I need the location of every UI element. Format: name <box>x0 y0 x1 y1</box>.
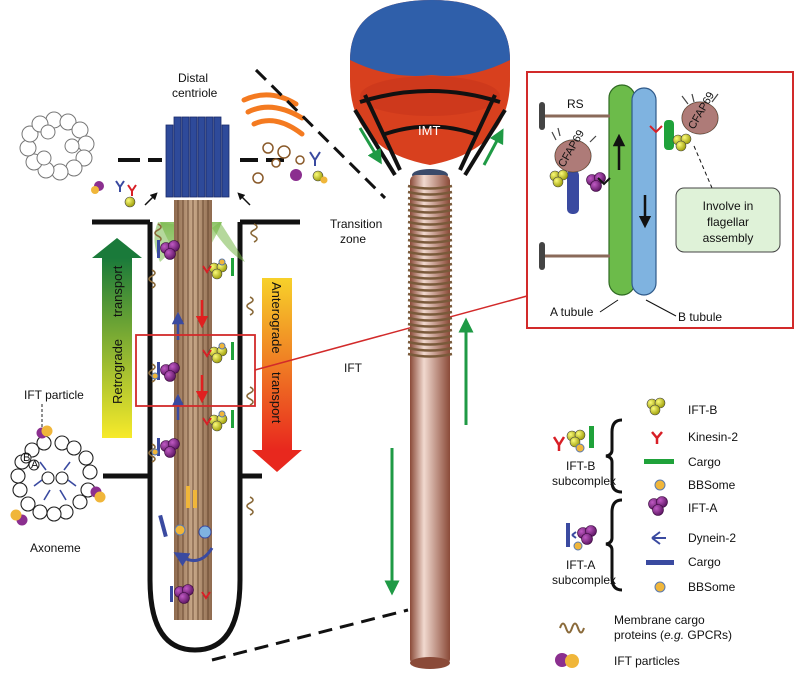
bbsome-dots <box>151 258 226 456</box>
midpiece-coil <box>407 256 453 262</box>
midpiece-coil <box>407 334 453 340</box>
midpiece-coil <box>407 232 453 238</box>
ift-particle-label: IFT particle <box>24 388 84 402</box>
legend-ift-b: IFT-B subcomplex IFT-B Kinesin-2 Cargo B… <box>552 397 738 494</box>
ift-zoom-box <box>135 334 256 407</box>
legend-ift-a: IFT-A subcomplex IFT-A Dynein-2 Cargo BB… <box>552 496 736 594</box>
centriole-ring-cross-section <box>19 111 95 181</box>
legend-ift-particles: IFT particles <box>555 653 680 668</box>
midpiece-coil <box>407 190 453 196</box>
legend-ift-a-item-1: Dynein-2 <box>688 531 736 545</box>
radial-spokes <box>539 102 610 270</box>
midpiece-coil <box>407 304 453 310</box>
golgi-apparatus <box>241 92 305 137</box>
midpiece-coil <box>407 352 453 358</box>
membrane-label-1: Membrane cargo <box>614 613 705 627</box>
midpiece-coil <box>407 286 453 292</box>
midpiece-coil <box>407 250 453 256</box>
retrograde-transport-arrow: Retrograde transport <box>92 238 142 438</box>
legend-ift-b-item-0: IFT-B <box>688 403 717 417</box>
vesicles <box>252 142 305 184</box>
midpiece-coil <box>407 328 453 334</box>
midpiece-coil <box>407 280 453 286</box>
rs-label: RS <box>567 97 584 111</box>
retrograde-label-1: Retrograde <box>110 339 125 404</box>
ift-a-title-2: subcomplex <box>552 573 616 587</box>
legend-ift-b-item-3: BBSome <box>688 478 736 492</box>
free-signal-molecules <box>91 151 328 208</box>
cfap69-right-complex: CFAP69 <box>649 90 719 152</box>
b-tubule-label: B tubule <box>678 310 722 324</box>
midpiece-coil <box>407 238 453 244</box>
membrane-label-2: proteins (e.g. GPCRs) <box>614 628 732 642</box>
distal-centriole-label-2: centriole <box>172 86 218 100</box>
legend-ift-a-item-0: IFT-A <box>688 501 717 515</box>
midpiece-coil <box>407 292 453 298</box>
b-label-circle <box>20 452 32 464</box>
a-label-circle <box>28 459 40 471</box>
midpiece-coil <box>407 268 453 274</box>
retrograde-label-2: transport <box>110 265 125 317</box>
note-line-3: assembly <box>703 231 754 245</box>
ift-particles-label: IFT particles <box>614 654 680 668</box>
midpiece-coil <box>407 214 453 220</box>
imt-label: IMT <box>418 123 440 138</box>
transport-arrows-inside <box>171 300 209 420</box>
anterograde-label-1: Anterograde <box>269 282 284 354</box>
svg-text:B: B <box>23 452 30 464</box>
anterograde-transport-arrow: Anterograde transport <box>252 278 302 472</box>
cfap69-left-complex: CFAP69 <box>549 127 611 214</box>
ift-a-title-1: IFT-A <box>566 558 595 572</box>
legend-ift-a-item-3: BBSome <box>688 580 736 594</box>
transition-zone-label-2: zone <box>340 232 366 246</box>
ift-b-title-1: IFT-B <box>566 459 595 473</box>
midpiece-coil <box>407 184 453 190</box>
flagellar-assembly-note <box>675 187 781 253</box>
midpiece-coil <box>407 202 453 208</box>
midpiece-coil <box>407 274 453 280</box>
ift-zoom-line <box>254 295 528 371</box>
transition-zone-label-1: Transition <box>330 217 382 231</box>
legend-ift-a-item-2: Cargo <box>688 555 721 569</box>
midpiece-coil <box>407 322 453 328</box>
manchette-imt <box>353 89 507 177</box>
flagellum <box>407 169 453 669</box>
ciliary-tip-recycling <box>158 486 214 567</box>
midpiece-coil <box>407 208 453 214</box>
legend-ift-b-item-2: Cargo <box>688 455 721 469</box>
midpiece-coil <box>407 226 453 232</box>
midpiece-coil <box>407 316 453 322</box>
a-tubule-label: A tubule <box>550 305 594 319</box>
ift-b-title-2: subcomplex <box>552 474 616 488</box>
ift-b-trains-anterograde <box>201 258 234 600</box>
distal-centriole-label-1: Distal <box>178 71 208 85</box>
ift-a-trains-retrograde <box>157 240 194 604</box>
distal-centriole <box>165 116 230 198</box>
doublet-microtubule <box>608 84 657 296</box>
midpiece-coil <box>407 298 453 304</box>
anterograde-label-2: transport <box>269 372 284 424</box>
midpiece-coil <box>407 340 453 346</box>
midpiece-coil <box>407 196 453 202</box>
midpiece-coil <box>407 262 453 268</box>
note-line-1: Involve in <box>703 199 754 213</box>
midpiece-coil <box>407 220 453 226</box>
note-line-2: flagellar <box>707 215 749 229</box>
ift-label: IFT <box>344 361 363 375</box>
midpiece-coil <box>407 310 453 316</box>
axoneme-label: Axoneme <box>30 541 81 555</box>
legend-membrane-cargo: Membrane cargo proteins (e.g. GPCRs) <box>559 613 732 642</box>
legend-ift-b-item-1: Kinesin-2 <box>688 430 738 444</box>
svg-text:A: A <box>31 459 39 471</box>
midpiece-coil <box>407 244 453 250</box>
midpiece-coil <box>407 346 453 352</box>
cilium-membrane <box>92 219 300 653</box>
sperm-head <box>350 0 510 165</box>
axoneme-cross-section: B A <box>10 425 106 526</box>
